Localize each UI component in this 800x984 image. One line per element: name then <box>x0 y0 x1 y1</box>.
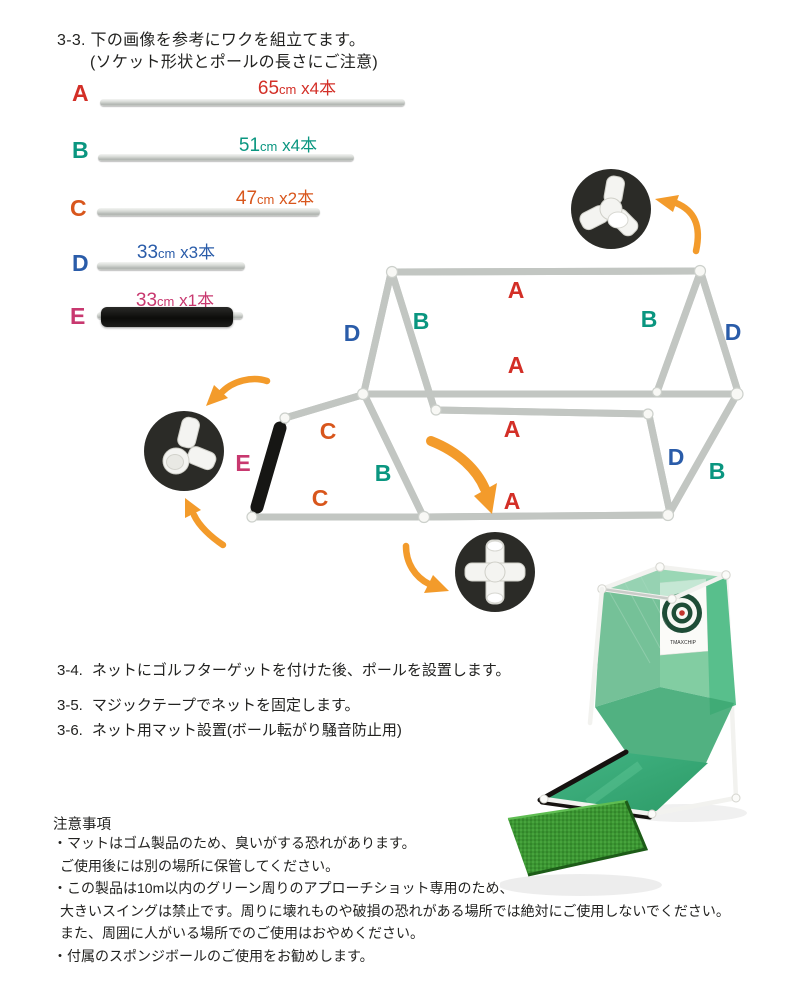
part-pole <box>98 154 354 161</box>
net-drape <box>595 687 734 763</box>
part-size-text: 47cm x2本 <box>235 188 315 209</box>
step-number: 3-5. <box>57 697 83 714</box>
part-label: B <box>72 137 89 163</box>
diagram-label-b: B <box>641 306 658 332</box>
part-label: D <box>72 250 89 276</box>
note-line: 大きいスイングは禁止です。周りに壊れものや破損の恐れがある場所では絶対にご使用し… <box>60 902 730 919</box>
step-35: 3-5. マジックテープでネットを固定します。 <box>57 694 359 715</box>
note-line: ご使用後には別の場所に保管してください。 <box>60 857 340 874</box>
diagram-label-e: E <box>235 450 250 476</box>
diagram-label-c: C <box>312 485 329 511</box>
diagram-label-a: A <box>504 488 521 514</box>
diagram-label-b: B <box>413 308 430 334</box>
step-number: 3-6. <box>57 722 83 739</box>
curved-arrow-left-upper-icon <box>206 375 271 406</box>
curved-arrow-left-lower-icon <box>185 498 227 549</box>
note-line: ・マットはゴム製品のため、臭いがする恐れがあります。 <box>53 835 416 851</box>
part-pole <box>100 99 405 106</box>
three-way-elbow-socket-icon <box>162 416 217 475</box>
cage-top-net <box>602 567 726 599</box>
cage-front-post <box>587 586 605 726</box>
section-title: 3-3. 下の画像を参考にワクを組立てます。 <box>57 26 365 50</box>
diagram-label-b: B <box>375 460 392 486</box>
parts-list: A 65cm x4本 B 51cm x4本 C 47cm x2本 D 33cm x3本 E 33c… <box>0 0 460 350</box>
part-size-text: 65cm x4本 <box>257 78 337 99</box>
frame-joints <box>246 264 744 524</box>
note-line: また、周囲に人がいる場所でのご使用はおやめください。 <box>60 925 424 942</box>
diagram-label-b: B <box>709 458 726 484</box>
diagram-label-a: A <box>504 416 521 442</box>
three-way-corner-socket-icon <box>579 175 639 237</box>
part-label: E <box>70 303 86 329</box>
ramp-left-rail <box>537 749 629 803</box>
diagram-label-d: D <box>344 320 361 346</box>
foam-sleeve <box>101 307 233 327</box>
step-text: ネット用マット設置(ボール転がり騒音防止用) <box>91 722 402 739</box>
diagram-label-d: D <box>668 444 685 470</box>
part-pole <box>97 262 245 270</box>
step-text: マジックテープでネットを固定します。 <box>91 697 360 714</box>
diagram-label-d: D <box>725 319 742 345</box>
diagram-label-a: A <box>508 352 525 378</box>
callout-arrows <box>185 195 702 593</box>
section-subnote: (ソケット形状とポールの長さにご注意) <box>90 54 379 71</box>
four-way-cross-socket-icon <box>464 539 526 605</box>
step-36: 3-6. ネット用マット設置(ボール転がり騒音防止用) <box>57 719 402 740</box>
diagram-label-c: C <box>320 418 337 444</box>
net-cage: TMAXCHIP <box>587 562 739 801</box>
step-number: 3-4. <box>57 662 83 679</box>
curved-arrow-bottom-icon <box>402 542 449 593</box>
curved-arrow-top-right-icon <box>655 195 702 255</box>
curved-arrow-center-icon <box>426 436 497 514</box>
part-size-text: 51cm x4本 <box>238 135 318 156</box>
note-line: ・この製品は10m以内のグリーン周りのアプローチショット専用のため、 <box>53 880 514 897</box>
cage-top-frame <box>597 562 731 604</box>
section-text: 下の画像を参考にワクを組立てます。 <box>90 32 366 49</box>
cage-left-wall <box>595 567 660 707</box>
notes-list: ・マットはゴム製品のため、臭いがする恐れがあります。ご使用後には別の場所に保管し… <box>53 832 730 968</box>
step-34: 3-4. ネットにゴルフターゲットを付けた後、ポールを設置します。 <box>57 659 510 680</box>
cage-right-wall <box>706 575 736 715</box>
part-size-text: 33cm x1本 <box>135 290 215 311</box>
part-pole <box>97 208 320 216</box>
target-logo: TMAXCHIP <box>670 640 697 646</box>
note-line: ・付属のスポンジボールのご使用をお勧めします。 <box>53 947 374 964</box>
part-size-text: 33cm x3本 <box>136 242 216 263</box>
part-label: A <box>72 80 89 106</box>
step-text: ネットにゴルフターゲットを付けた後、ポールを設置します。 <box>91 662 511 679</box>
product-photo: TMAXCHIP <box>500 562 747 896</box>
pole-e-foam-sleeve <box>250 421 287 514</box>
notes-heading: 注意事項 <box>53 817 111 833</box>
diagram-label-a: A <box>508 277 525 303</box>
section-number: 3-3. <box>57 32 86 49</box>
turf-mat <box>507 799 649 877</box>
part-label: C <box>70 195 87 221</box>
